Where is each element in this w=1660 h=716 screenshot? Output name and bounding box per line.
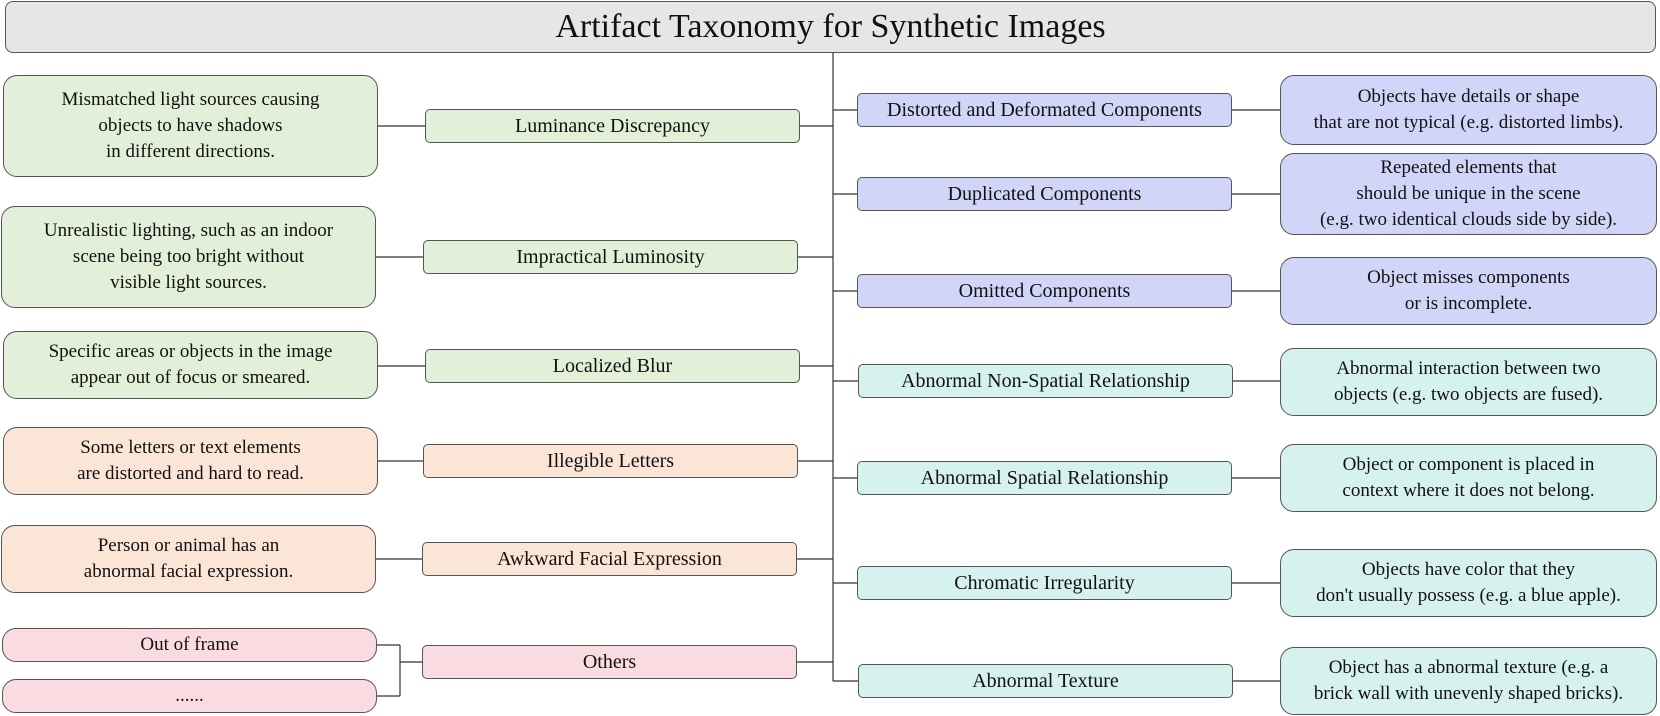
category-abnormal-non-spatial-relationship: Abnormal Non-Spatial Relationship xyxy=(858,364,1233,398)
category-duplicated-components-description-line: should be unique in the scene xyxy=(1356,183,1581,204)
category-impractical-luminosity-description-line: Unrealistic lighting, such as an indoor xyxy=(43,220,334,241)
category-abnormal-non-spatial-relationship-description-line: objects (e.g. two objects are fused). xyxy=(1333,384,1604,405)
category-abnormal-texture-description: Object has a abnormal texture (e.g. a bri… xyxy=(1280,647,1657,715)
category-localized-blur: Localized Blur xyxy=(425,349,800,383)
category-chromatic-irregularity-line: Chromatic Irregularity xyxy=(954,572,1135,594)
category-awkward-facial-expression: Awkward Facial Expression xyxy=(422,542,797,576)
category-awkward-facial-expression-description-line: Person or animal has an xyxy=(97,535,280,556)
category-omitted-components-description-line: Object misses components xyxy=(1367,267,1570,288)
category-abnormal-spatial-relationship-description-line: Object or component is placed in xyxy=(1342,454,1595,475)
category-abnormal-texture-line: Abnormal Texture xyxy=(972,670,1119,692)
category-duplicated-components-description-line: Repeated elements that xyxy=(1380,157,1557,178)
category-omitted-components-description: Object misses components or is incomplete… xyxy=(1280,257,1657,325)
diagram-title-text: Artifact Taxonomy for Synthetic Images xyxy=(555,8,1106,45)
category-illegible-letters-description-line: Some letters or text elements xyxy=(80,437,301,458)
category-others-description-1-line: Out of frame xyxy=(140,634,239,655)
category-others-description-2-line: ...... xyxy=(175,685,204,706)
category-awkward-facial-expression-description-line: abnormal facial expression. xyxy=(83,561,294,582)
category-abnormal-spatial-relationship: Abnormal Spatial Relationship xyxy=(857,461,1232,495)
category-abnormal-non-spatial-relationship-description-line: Abnormal interaction between two xyxy=(1336,358,1601,379)
category-omitted-components-line: Omitted Components xyxy=(958,280,1131,302)
category-others-description-2: ...... xyxy=(2,679,377,713)
category-impractical-luminosity-line: Impractical Luminosity xyxy=(516,246,705,268)
category-omitted-components-description-line: or is incomplete. xyxy=(1404,293,1533,314)
category-abnormal-non-spatial-relationship-description: Abnormal interaction between two objects … xyxy=(1280,348,1657,416)
category-illegible-letters-line: Illegible Letters xyxy=(546,450,675,472)
category-chromatic-irregularity-description: Objects have color that they don't usuall… xyxy=(1280,549,1657,617)
category-duplicated-components-line: Duplicated Components xyxy=(947,183,1142,205)
category-awkward-facial-expression-description: Person or animal has an abnormal facial e… xyxy=(1,525,376,593)
category-duplicated-components-description-line: (e.g. two identical clouds side by side)… xyxy=(1319,209,1618,230)
category-luminance-discrepancy-description-line: in different directions. xyxy=(105,141,275,162)
diagram-title: Artifact Taxonomy for Synthetic Images xyxy=(5,1,1656,53)
category-chromatic-irregularity-description-line: don't usually possess (e.g. a blue apple… xyxy=(1316,585,1621,606)
category-abnormal-texture-description-line: brick wall with unevenly shaped bricks). xyxy=(1313,683,1624,704)
category-distorted-and-deformated-components-description: Objects have details or shape that are no… xyxy=(1280,75,1657,145)
category-luminance-discrepancy: Luminance Discrepancy xyxy=(425,109,800,143)
category-distorted-and-deformated-components-description-line: Objects have details or shape xyxy=(1357,86,1580,107)
category-luminance-discrepancy-description: Mismatched light sources causing objects … xyxy=(3,75,378,177)
category-others-line: Others xyxy=(582,651,637,673)
category-abnormal-spatial-relationship-description: Object or component is placed in context … xyxy=(1280,444,1657,512)
category-abnormal-texture: Abnormal Texture xyxy=(858,664,1233,698)
category-luminance-discrepancy-description-line: objects to have shadows xyxy=(98,115,283,136)
category-localized-blur-description-line: appear out of focus or smeared. xyxy=(70,367,311,388)
category-distorted-and-deformated-components: Distorted and Deformated Components xyxy=(857,93,1232,127)
category-abnormal-texture-description-line: Object has a abnormal texture (e.g. a xyxy=(1328,657,1609,678)
category-localized-blur-line: Localized Blur xyxy=(552,355,673,377)
category-impractical-luminosity: Impractical Luminosity xyxy=(423,240,798,274)
category-awkward-facial-expression-line: Awkward Facial Expression xyxy=(497,548,722,570)
category-duplicated-components-description: Repeated elements that should be unique i… xyxy=(1280,153,1657,235)
category-abnormal-spatial-relationship-description-line: context where it does not belong. xyxy=(1342,480,1595,501)
category-impractical-luminosity-description-line: scene being too bright without xyxy=(72,246,305,267)
category-omitted-components: Omitted Components xyxy=(857,274,1232,308)
category-distorted-and-deformated-components-line: Distorted and Deformated Components xyxy=(887,99,1202,121)
category-localized-blur-description-line: Specific areas or objects in the image xyxy=(48,341,333,362)
category-others: Others xyxy=(422,645,797,679)
category-illegible-letters-description: Some letters or text elements are distort… xyxy=(3,427,378,495)
category-illegible-letters: Illegible Letters xyxy=(423,444,798,478)
category-chromatic-irregularity: Chromatic Irregularity xyxy=(857,566,1232,600)
category-distorted-and-deformated-components-description-line: that are not typical (e.g. distorted lim… xyxy=(1313,112,1624,133)
category-abnormal-spatial-relationship-line: Abnormal Spatial Relationship xyxy=(920,467,1169,489)
category-chromatic-irregularity-description-line: Objects have color that they xyxy=(1361,559,1576,580)
category-luminance-discrepancy-description-line: Mismatched light sources causing xyxy=(61,89,320,110)
category-duplicated-components: Duplicated Components xyxy=(857,177,1232,211)
category-localized-blur-description: Specific areas or objects in the image ap… xyxy=(3,331,378,399)
category-abnormal-non-spatial-relationship-line: Abnormal Non-Spatial Relationship xyxy=(901,370,1190,392)
category-illegible-letters-description-line: are distorted and hard to read. xyxy=(77,463,304,484)
category-luminance-discrepancy-line: Luminance Discrepancy xyxy=(515,115,710,137)
category-impractical-luminosity-description-line: visible light sources. xyxy=(110,272,267,293)
category-others-description-1: Out of frame xyxy=(2,628,377,662)
category-impractical-luminosity-description: Unrealistic lighting, such as an indoor s… xyxy=(1,206,376,308)
